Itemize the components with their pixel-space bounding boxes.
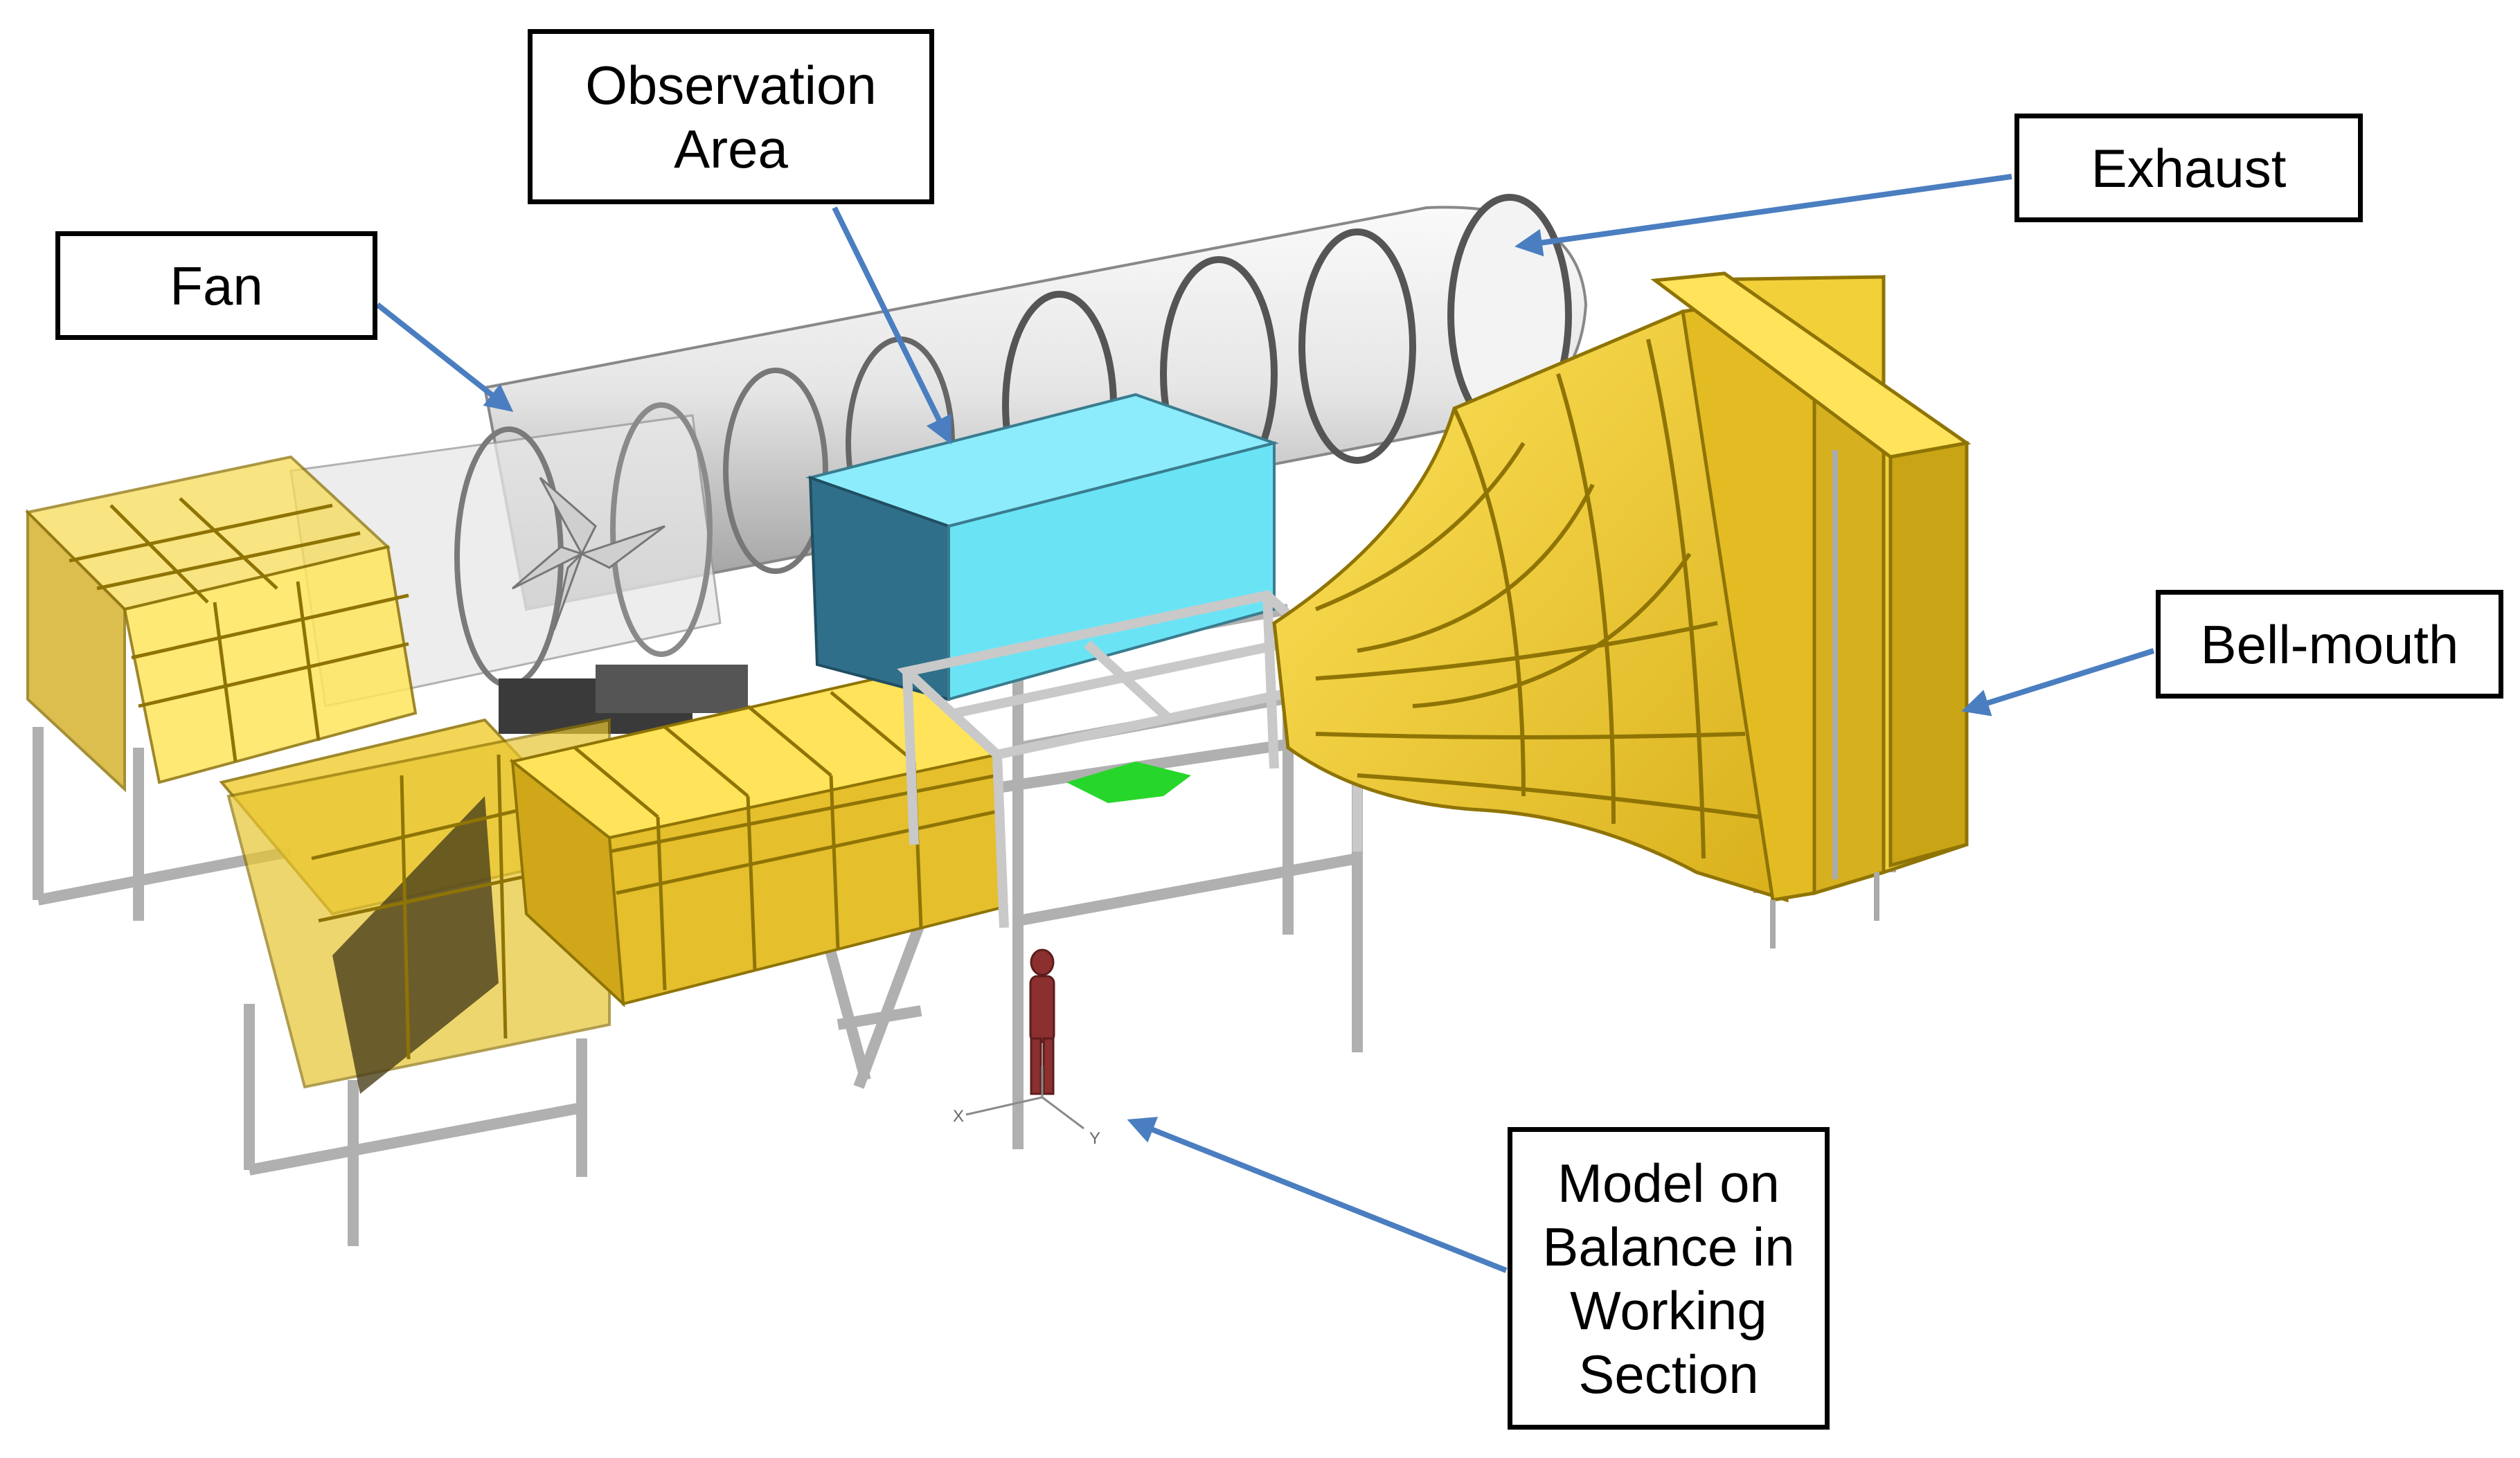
contraction-duct bbox=[509, 669, 1006, 1007]
label-fan: Fan bbox=[55, 231, 377, 340]
arrow-bellmouth bbox=[1961, 648, 2155, 717]
coordinate-axes bbox=[965, 1066, 1084, 1130]
axis-x-label: X bbox=[953, 1107, 964, 1126]
arrow-observation bbox=[832, 206, 951, 445]
callout-arrows bbox=[375, 174, 2155, 1273]
settling-chamber bbox=[24, 455, 612, 1094]
model-on-balance bbox=[1066, 762, 1191, 803]
label-model-on-balance: Model on Balance in Working Section bbox=[1508, 1127, 1830, 1430]
arrow-fan bbox=[375, 302, 514, 412]
axis-y-label: Y bbox=[1089, 1129, 1100, 1148]
person-figure bbox=[1029, 948, 1055, 1095]
label-exhaust: Exhaust bbox=[2014, 114, 2363, 222]
arrow-exhaust bbox=[1514, 174, 2012, 257]
label-observation-area: Observation Area bbox=[528, 29, 934, 204]
observation-area bbox=[805, 393, 1279, 701]
arrow-model bbox=[1127, 1117, 1508, 1273]
fan-blades bbox=[512, 476, 665, 631]
label-bell-mouth: Bell-mouth bbox=[2156, 590, 2503, 699]
bell-mouth bbox=[1272, 271, 1972, 948]
